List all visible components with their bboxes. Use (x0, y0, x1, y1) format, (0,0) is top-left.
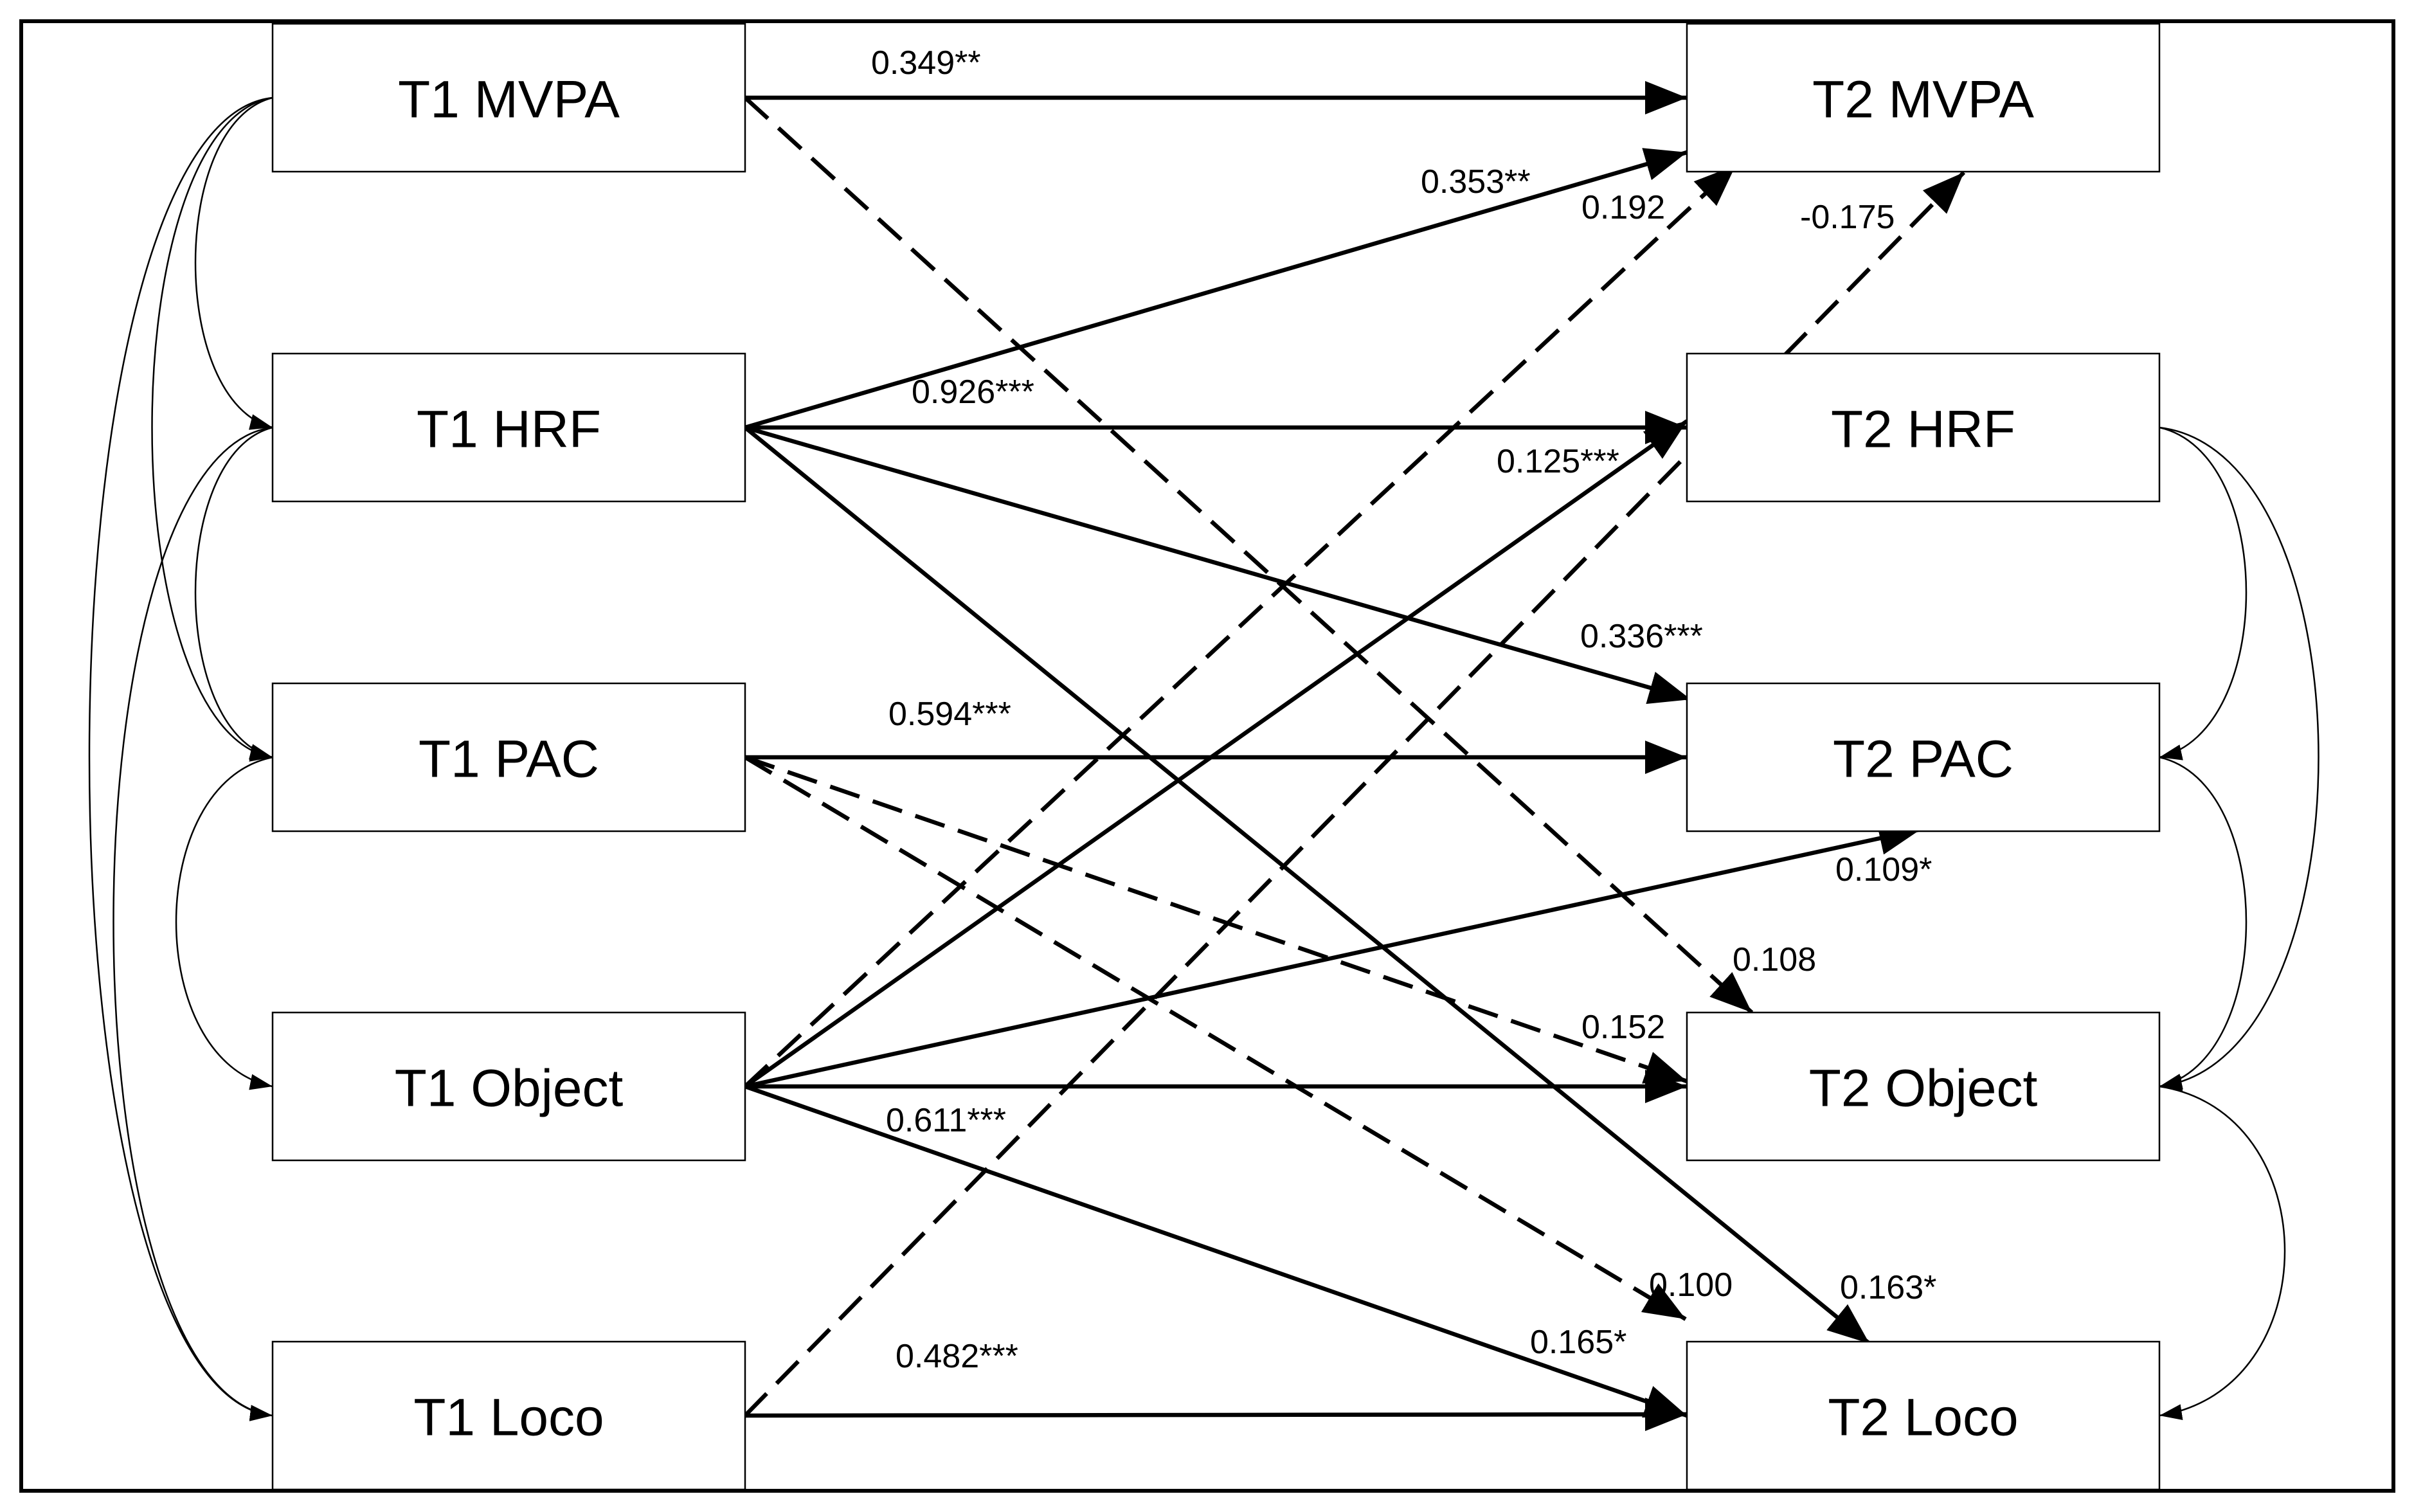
path-coefficient: 0.165* (1530, 1324, 1626, 1361)
covariance-arc-t2-2 (2136, 744, 2247, 1090)
node-t2-mvpa: T2 MVPA (1686, 22, 2161, 173)
node-label: T2 HRF (1831, 401, 2015, 459)
node-box (1686, 22, 2161, 173)
node-label: T1 Object (395, 1059, 624, 1118)
path-coefficient: 0.349** (871, 44, 981, 82)
covariance-arc-t2-0 (2136, 415, 2247, 760)
path-coefficient: 0.108 (1733, 941, 1816, 978)
path-coefficient: 0.192 (1581, 189, 1665, 226)
node-label: T2 MVPA (1812, 71, 2034, 129)
path-t1-pac-to-t2-loco (744, 755, 1687, 1321)
node-t2-loco: T2 Loco (1686, 1340, 2161, 1491)
node-box (271, 352, 746, 503)
path-coefficient: 0.109* (1835, 851, 1932, 888)
path-t1-pac-to-t2-object (744, 755, 1688, 1084)
node-label: T2 Loco (1828, 1389, 2018, 1447)
path-coefficient: 0.482*** (896, 1338, 1018, 1375)
node-label: T1 PAC (419, 730, 599, 789)
covariance-arc-t2-1 (2136, 417, 2319, 1092)
path-t1-hrf-to-t2-mvpa (744, 148, 1688, 430)
path-t1-hrf-to-t2-pac (744, 425, 1691, 705)
node-box (271, 682, 746, 833)
path-t1-mvpa-to-t2-object (743, 96, 1754, 1014)
node-label: T2 PAC (1833, 730, 2013, 789)
node-box (271, 22, 746, 173)
node-t1-object: T1 Object (271, 1011, 746, 1162)
node-label: T2 Object (1809, 1059, 2038, 1118)
node-label: T1 Loco (413, 1389, 604, 1447)
path-coefficient: -0.175 (1800, 199, 1895, 236)
path-t1-loco-to-t2-loco (744, 1398, 1688, 1432)
path-coefficient: 0.152 (1581, 1009, 1665, 1046)
path-t1-hrf-to-t2-loco (743, 426, 1871, 1346)
covariance-arc-t1-1 (151, 86, 296, 762)
covariance-arc-t2-3 (2136, 1075, 2286, 1420)
path-coefficient: 0.163* (1840, 1269, 1936, 1306)
node-t2-object: T2 Object (1686, 1011, 2161, 1162)
path-coefficients: 0.349** 0.108 0.353** 0.926*** 0.336*** 0.163… (871, 44, 1936, 1375)
covariance-arc-t1-4 (175, 744, 296, 1090)
node-t2-hrf: T2 HRF (1686, 352, 2161, 503)
covariance-arc-t1-5 (88, 87, 296, 1421)
path-t1-object-to-t2-hrf (744, 419, 1688, 1088)
covariance-arcs (88, 84, 2319, 1421)
node-box (271, 1011, 746, 1162)
node-box (1686, 1340, 2161, 1491)
node-box (1686, 352, 2161, 503)
node-box (1686, 1011, 2161, 1162)
path-t1-object-to-t2-loco (744, 1084, 1688, 1418)
node-label: T1 HRF (417, 401, 601, 459)
node-box (1686, 682, 2161, 833)
node-t1-loco: T1 Loco (271, 1340, 746, 1491)
covariance-arc-t1-2 (194, 414, 296, 760)
path-coefficient: 0.353** (1421, 163, 1531, 201)
covariance-arc-t1-0 (194, 84, 296, 430)
variable-boxes: T1 MVPA T1 HRF T1 PAC T1 Object T1 Loco T2 MV… (271, 22, 2161, 1491)
path-t1-object-to-t2-pac (744, 822, 1922, 1089)
node-label: T1 MVPA (398, 71, 620, 129)
path-coefficient: 0.594*** (888, 696, 1011, 733)
node-t1-pac: T1 PAC (271, 682, 746, 833)
path-t1-object-to-t2-mvpa (743, 163, 1738, 1088)
node-box (271, 1340, 746, 1491)
node-t2-pac: T2 PAC (1686, 682, 2161, 833)
regression-paths (743, 81, 1966, 1432)
outer-frame (19, 19, 2395, 1493)
node-t1-hrf: T1 HRF (271, 352, 746, 503)
path-coefficient: 0.100 (1649, 1266, 1733, 1304)
path-coefficient: 0.926*** (912, 374, 1034, 411)
node-t1-mvpa: T1 MVPA (271, 22, 746, 173)
path-coefficient: 0.611*** (886, 1102, 1006, 1139)
path-coefficient: 0.125*** (1497, 443, 1619, 480)
covariance-arc-t1-3 (113, 417, 296, 1421)
path-coefficient: 0.336*** (1580, 618, 1703, 655)
